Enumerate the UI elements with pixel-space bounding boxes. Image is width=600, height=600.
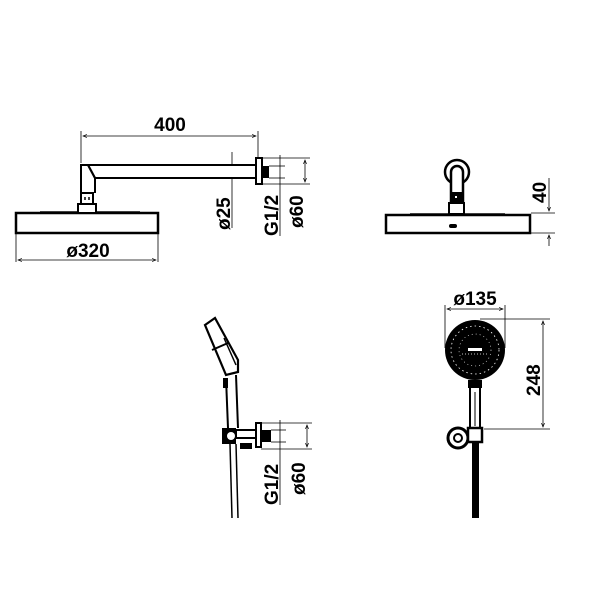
head-diameter-label: ø320 [66, 241, 109, 262]
flange-diameter-label: ø60 [287, 195, 308, 228]
hand-shower-side-view: G1/2 ø60 [203, 316, 312, 519]
hand-flange-diameter-label: ø60 [289, 462, 310, 495]
hand-shower-front-view: ø135 248 [444, 289, 550, 518]
inlet-thread-label: G1/2 [262, 195, 283, 236]
head-connector [77, 203, 97, 214]
shower-head-plate [14, 211, 160, 235]
hand-inlet-thread-label: G1/2 [262, 464, 283, 505]
hand-length-label: 248 [524, 364, 545, 396]
overhead-shower-side-view: 400 ø320 ø25 G1/2 ø60 [14, 115, 310, 262]
head-thickness-label: 40 [530, 182, 551, 203]
overhead-shower-front-view: 40 [384, 158, 555, 246]
hand-head-diameter-label: ø135 [453, 289, 497, 310]
inlet-nut [262, 166, 269, 178]
arm-diameter-label: ø25 [214, 197, 235, 230]
hand-shower-head [203, 316, 240, 377]
front-hose [472, 442, 479, 518]
arm-length-label: 400 [154, 115, 186, 136]
hose [229, 443, 233, 519]
front-head-plate [384, 213, 532, 235]
wall-flange [255, 157, 263, 185]
